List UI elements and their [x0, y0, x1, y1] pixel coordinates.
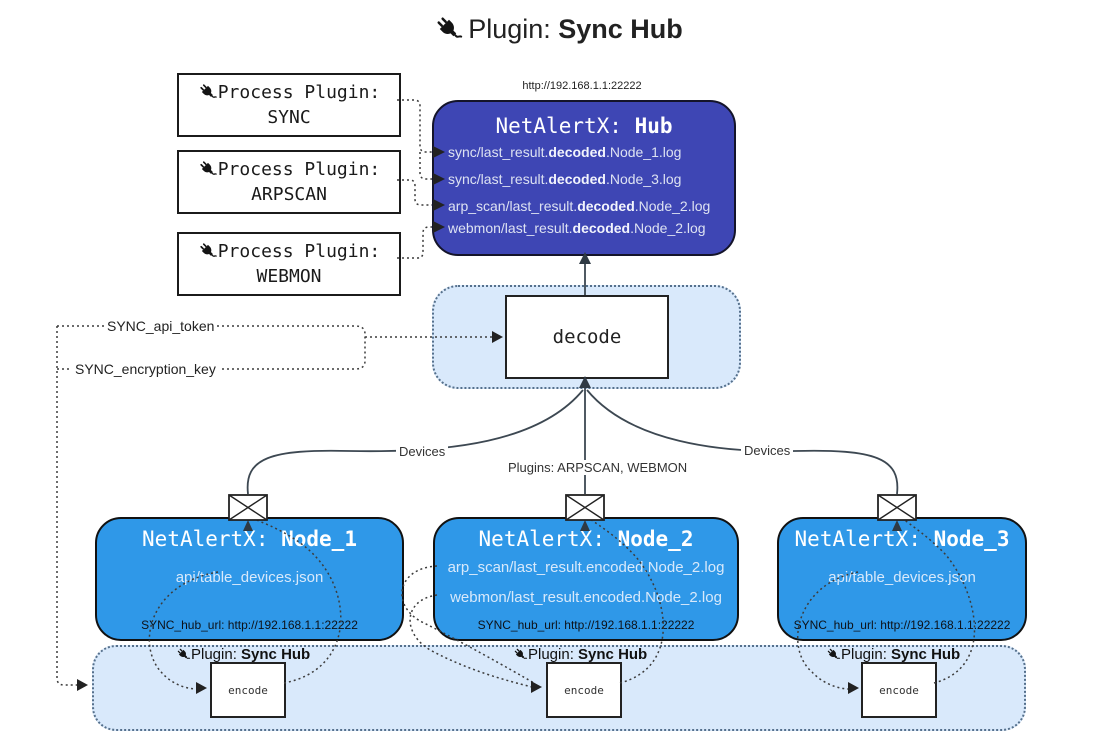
encode-box: encode — [546, 662, 622, 718]
plug-icon — [513, 647, 528, 662]
node-hub-url: SYNC_hub_url: http://192.168.1.1:22222 — [141, 618, 358, 632]
encode-box: encode — [210, 662, 286, 718]
hub-box: NetAlertX: Hub sync/last_result.decoded.… — [432, 100, 736, 256]
node-title: NetAlertX: Node_2 — [478, 527, 694, 551]
node-2-box: NetAlertX: Node_2 arp_scan/last_result.e… — [433, 517, 739, 641]
envelope-icon — [565, 494, 605, 521]
sync-to-hub-wire — [397, 99, 432, 153]
process-plugin-name: ARPSCAN — [251, 184, 327, 205]
secrets-to-band-wire — [56, 326, 78, 686]
envelope-icon — [877, 494, 917, 521]
node-file: arp_scan/last_result.encoded.Node_2.log — [447, 559, 725, 576]
process-plugin-label: Process Plugin: — [217, 159, 381, 180]
devices-right-label: Devices — [741, 443, 794, 458]
page-title: Plugin: Sync Hub — [0, 14, 1117, 45]
page-title-name: Sync Hub — [558, 14, 683, 44]
node1-devices-curve — [246, 389, 584, 495]
plug-icon — [826, 647, 841, 662]
hub-log-line: arp_scan/last_result.decoded.Node_2.log — [448, 198, 711, 214]
devices-left-label: Devices — [396, 444, 449, 459]
process-plugin-webmon: Process Plugin: WEBMON — [177, 232, 401, 296]
node-file: api/table_devices.json — [175, 569, 324, 586]
node-1-box: NetAlertX: Node_1 api/table_devices.json… — [95, 517, 404, 641]
hub-log-line: sync/last_result.decoded.Node_3.log — [448, 171, 682, 187]
node-title: NetAlertX: Node_3 — [794, 527, 1010, 551]
process-plugin-name: SYNC — [267, 107, 311, 128]
page-title-prefix: Plugin: — [468, 14, 559, 44]
plug-icon — [434, 14, 464, 44]
hub-url-label: http://192.168.1.1:22222 — [522, 80, 642, 92]
hub-log-line: webmon/last_result.decoded.Node_2.log — [448, 220, 706, 236]
node-file: webmon/last_result.encoded.Node_2.log — [450, 589, 722, 606]
node-title: NetAlertX: Node_1 — [142, 527, 357, 551]
node-file: api/table_devices.json — [828, 569, 976, 586]
decode-box: decode — [505, 295, 669, 379]
encode-box: encode — [861, 662, 937, 718]
node-hub-url: SYNC_hub_url: http://192.168.1.1:22222 — [793, 618, 1011, 632]
plug-icon — [198, 159, 218, 179]
sync-to-hub-wire-2 — [419, 152, 432, 180]
process-plugin-label: Process Plugin: — [217, 241, 381, 262]
process-plugin-name: WEBMON — [256, 266, 322, 287]
node-hub-url: SYNC_hub_url: http://192.168.1.1:22222 — [477, 618, 695, 632]
node3-devices-curve — [586, 389, 899, 495]
sync-api-token-label: SYNC_api_token — [104, 318, 218, 334]
process-plugin-label: Process Plugin: — [217, 82, 381, 103]
plug-icon — [198, 241, 218, 261]
plugins-edge-label: Plugins: ARPSCAN, WEBMON — [505, 460, 691, 475]
hub-title: NetAlertX: Hub — [495, 114, 673, 138]
hub-log-line: sync/last_result.decoded.Node_1.log — [448, 144, 682, 160]
plug-icon — [176, 647, 191, 662]
process-plugin-arpscan: Process Plugin: ARPSCAN — [177, 150, 401, 214]
band-plugin-label: Plugin: Sync Hub — [513, 646, 647, 663]
sync-encryption-key-label: SYNC_encryption_key — [72, 361, 219, 377]
plug-icon — [198, 82, 218, 102]
process-plugin-sync: Process Plugin: SYNC — [177, 73, 401, 137]
envelope-icon — [228, 494, 268, 521]
node-3-box: NetAlertX: Node_3 api/table_devices.json… — [777, 517, 1027, 641]
webmon-to-hub-wire — [397, 226, 432, 259]
band-plugin-label: Plugin: Sync Hub — [826, 646, 960, 663]
arpscan-to-hub-wire — [397, 179, 432, 206]
arrow-into-band — [77, 679, 88, 691]
band-plugin-label: Plugin: Sync Hub — [176, 646, 310, 663]
decode-label: decode — [552, 326, 622, 348]
